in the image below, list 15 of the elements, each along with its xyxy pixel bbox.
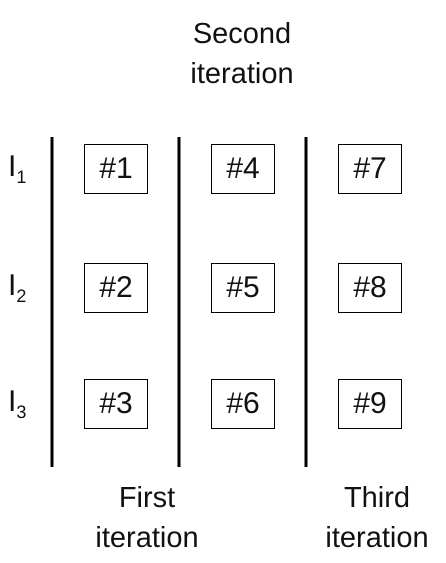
column-label: First iteration	[94, 481, 200, 556]
process-box: #6	[211, 379, 275, 429]
row-label: I$_{2}$	[8, 269, 26, 307]
column-label: Third iteration	[324, 481, 430, 556]
column-label: Second iteration	[189, 17, 295, 92]
process-box: #8	[338, 263, 402, 313]
process-box: #2	[84, 263, 148, 313]
process-box: #3	[84, 379, 148, 429]
process-box: #1	[84, 144, 148, 194]
process-box: #4	[211, 144, 275, 194]
process-box: #9	[338, 379, 402, 429]
process-box: #5	[211, 263, 275, 313]
row-label: I$_{1}$	[8, 150, 26, 188]
process-box: #7	[338, 144, 402, 194]
row-label: I$_{3}$	[8, 385, 26, 423]
